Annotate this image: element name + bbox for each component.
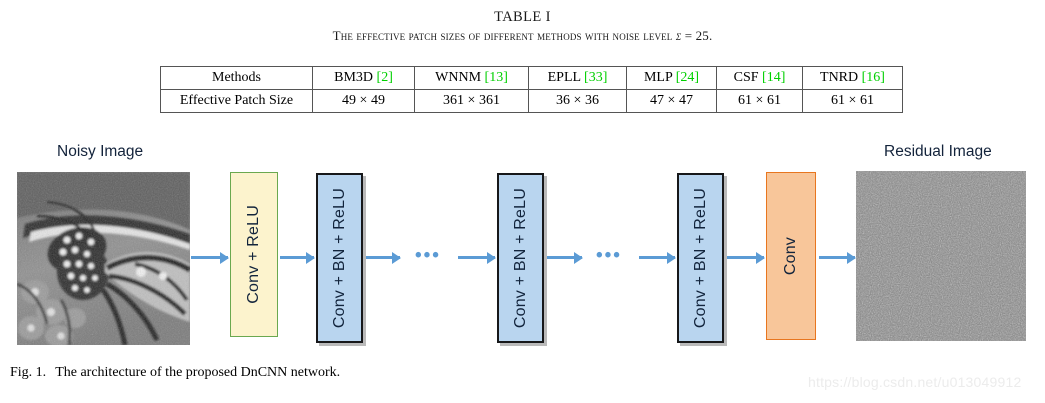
figure-caption: Fig. 1. The architecture of the proposed …: [10, 364, 340, 382]
layer-block-conv-bn-relu-2[interactable]: Conv + BN + ReLU: [497, 173, 544, 343]
flow-arrow-icon: [280, 256, 314, 259]
patch-size-csf: 61 × 61: [716, 89, 803, 113]
layer-block-conv[interactable]: Conv: [766, 172, 816, 340]
flow-arrow-icon: [191, 256, 228, 259]
flow-arrow-icon: [547, 256, 582, 259]
title-period: .: [708, 28, 713, 43]
layer-label: Conv + BN + ReLU: [511, 187, 529, 329]
layer-block-conv-relu[interactable]: Conv + ReLU: [230, 172, 278, 337]
patch-size-table: Methods BM3D [2] WNNM [13] EPLL [33] MLP…: [160, 66, 903, 113]
figure-number: Fig. 1.: [10, 365, 47, 380]
method-name: WNNM: [435, 70, 482, 85]
equals-symbol: =: [681, 28, 696, 43]
flow-arrow-icon: [366, 256, 400, 259]
method-name: CSF: [733, 70, 759, 85]
patch-size-bm3d: 49 × 49: [312, 89, 415, 113]
method-name: MLP: [643, 70, 673, 85]
row-header-effective-patch-size: Effective Patch Size: [160, 89, 313, 113]
table-number: TABLE I: [494, 9, 551, 25]
flow-arrow-icon: [458, 256, 495, 259]
watermark-text: https://blog.csdn.net/u013049912: [808, 374, 1022, 390]
citation-ref[interactable]: [14]: [762, 70, 786, 85]
noisy-butterfly-graphic: [17, 172, 190, 345]
citation-ref[interactable]: [13]: [484, 70, 508, 85]
layer-label: Conv + BN + ReLU: [691, 187, 709, 329]
figure-caption-text: The architecture of the proposed DnCNN n…: [55, 365, 341, 380]
noisy-image-thumbnail: [17, 172, 190, 345]
citation-ref[interactable]: [33]: [584, 70, 608, 85]
noisy-image-label: Noisy Image: [57, 143, 144, 160]
residual-noise-graphic: [856, 171, 1026, 341]
ellipsis-icon: •••: [596, 245, 622, 266]
ellipsis-icon: •••: [415, 245, 441, 266]
residual-image-label: Residual Image: [884, 143, 992, 160]
layer-label: Conv + ReLU: [245, 205, 262, 304]
layer-label: Conv + BN + ReLU: [330, 187, 348, 329]
layer-block-conv-bn-relu-3[interactable]: Conv + BN + ReLU: [677, 173, 724, 343]
citation-ref[interactable]: [24]: [675, 70, 700, 85]
method-cell-csf: CSF [14]: [716, 66, 803, 90]
method-cell-wnnm: WNNM [13]: [414, 66, 529, 90]
method-cell-tnrd: TNRD [16]: [802, 66, 903, 90]
method-cell-bm3d: BM3D [2]: [312, 66, 415, 90]
method-cell-epll: EPLL [33]: [528, 66, 627, 90]
noise-level-value: 25: [695, 28, 709, 43]
patch-size-epll: 36 × 36: [528, 89, 627, 113]
flow-arrow-icon: [639, 256, 675, 259]
table-title-prefix: The effective patch sizes of different m…: [332, 28, 676, 43]
sigma-symbol: σ: [675, 28, 682, 43]
method-name: BM3D: [334, 70, 374, 85]
method-name: TNRD: [820, 70, 859, 85]
citation-ref[interactable]: [16]: [861, 70, 885, 85]
residual-image-thumbnail: [856, 171, 1026, 341]
table-title: The effective patch sizes of different m…: [0, 26, 1045, 45]
table-row-patch-size: Effective Patch Size 49 × 49 361 × 361 3…: [160, 89, 903, 113]
table-caption-block: TABLE I The effective patch sizes of dif…: [0, 8, 1045, 45]
patch-size-mlp: 47 × 47: [626, 89, 717, 113]
flow-arrow-icon: [819, 256, 855, 259]
patch-size-wnnm: 361 × 361: [414, 89, 529, 113]
citation-ref[interactable]: [2]: [376, 70, 393, 85]
flow-arrow-icon: [727, 256, 764, 259]
patch-size-tnrd: 61 × 61: [802, 89, 903, 113]
layer-label: Conv: [782, 236, 799, 276]
layer-block-conv-bn-relu-1[interactable]: Conv + BN + ReLU: [316, 173, 363, 343]
method-name: EPLL: [547, 70, 581, 85]
